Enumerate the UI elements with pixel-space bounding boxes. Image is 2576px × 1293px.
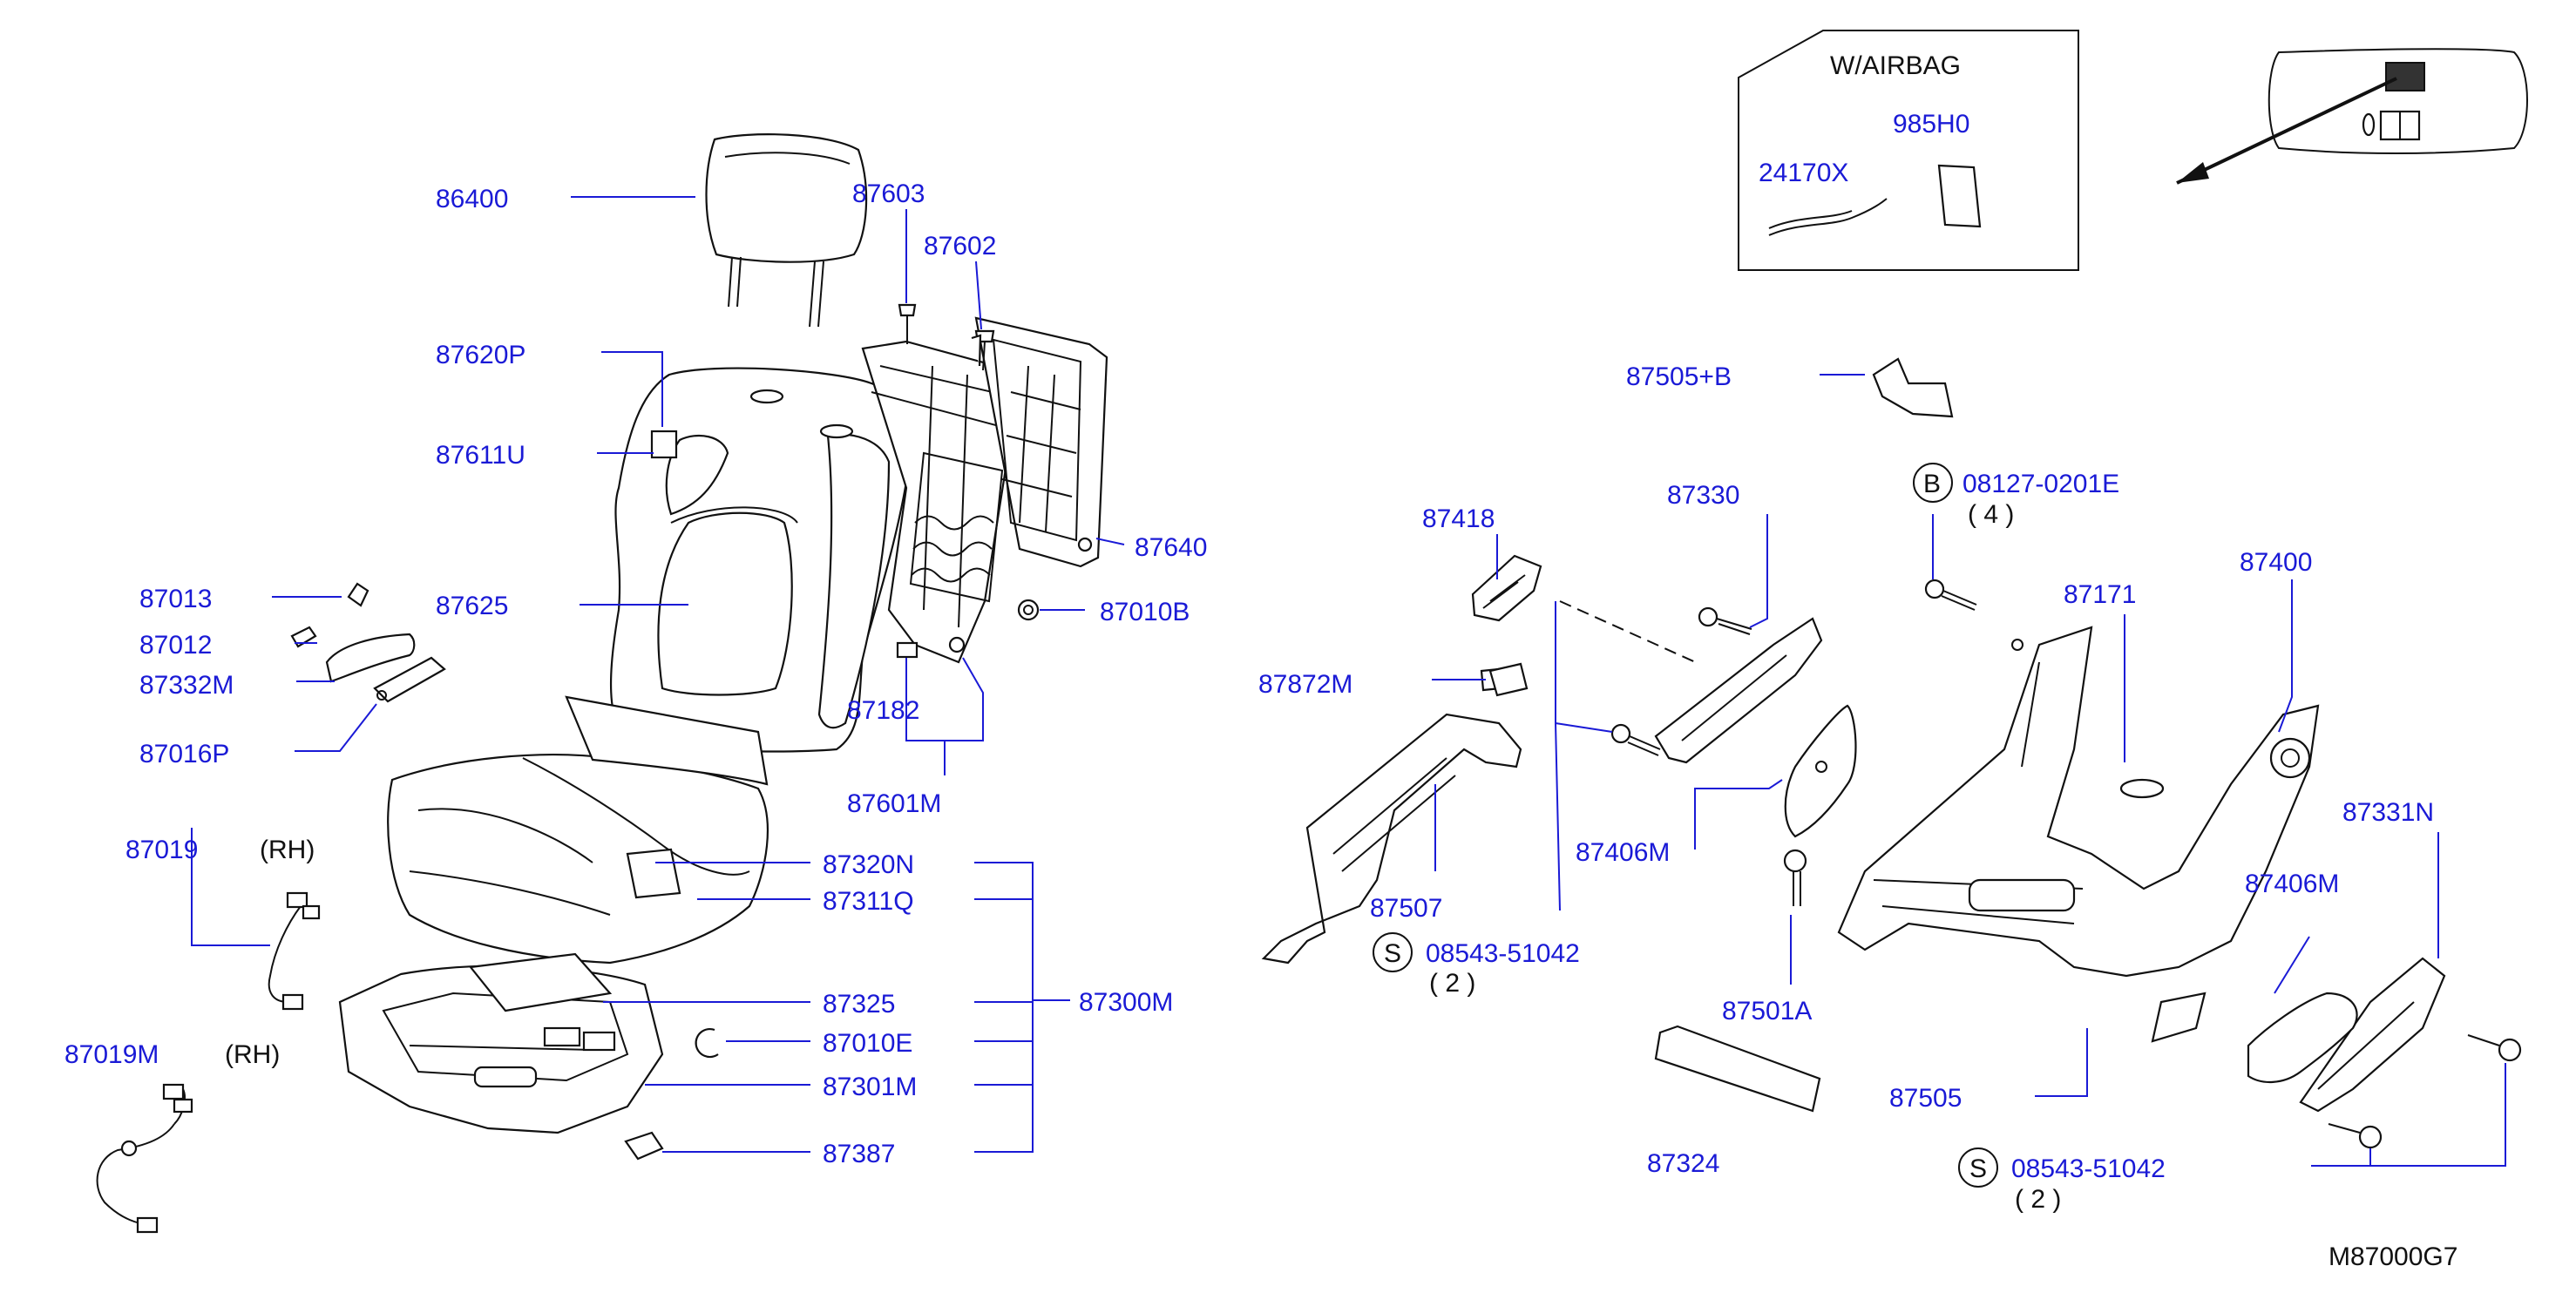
label-87324: 87324 [1647,1149,1719,1178]
cover-87418-illustration [1471,554,1542,622]
label-87016p: 87016P [139,740,229,768]
label-87640: 87640 [1135,533,1207,562]
label-87320n: 87320N [823,850,914,879]
label-87301m: 87301M [823,1073,917,1101]
seat-track-87400-illustration [1837,626,2320,1043]
label-08543-qty-a: ( 2 ) [1429,969,1475,998]
bolt-08127-illustration [1924,579,1977,611]
label-87300m: 87300M [1079,988,1173,1017]
airbag-box-title: W/AIRBAG [1830,51,1961,80]
diagram-code: M87000G7 [2329,1242,2457,1271]
screw-s1-symbol-circle [1373,932,1413,972]
seatback-cushion-illustration [609,367,913,753]
gear-cover-87406m-a-illustration [1784,704,1857,838]
label-87010b: 87010B [1100,598,1190,626]
label-87418: 87418 [1422,504,1495,533]
label-87019: 87019 [125,836,198,864]
bolts-87330-illustration [1559,600,1823,764]
label-87332m: 87332M [139,671,234,700]
seat-cushion-illustration [387,695,769,965]
part-labels: 86400 87603 87602 87620P 87611U 87640 87… [64,51,2457,1271]
label-87330: 87330 [1667,481,1739,510]
label-87872m: 87872M [1258,670,1352,699]
label-87013: 87013 [139,585,212,613]
label-87010e: 87010E [823,1029,912,1058]
label-985h0: 985H0 [1893,110,1969,139]
bolt-87501a-illustration [1783,849,1807,906]
label-87311q: 87311Q [823,887,914,916]
bolt-b-symbol-circle [1913,463,1953,503]
label-87625: 87625 [436,592,508,620]
label-24170x: 24170X [1759,159,1848,187]
label-08127-0201e: 08127-0201E [1963,470,2119,498]
leader-lines [191,196,2506,1167]
label-08543-51042-b: 08543-51042 [2011,1154,2166,1183]
bolt-b-symbol: B [1923,470,1941,498]
label-87601m: 87601M [847,789,941,818]
label-87171: 87171 [2064,580,2136,609]
label-87501a: 87501A [1722,997,1812,1026]
screw-s1-symbol: S [1384,939,1401,968]
label-87406m-a: 87406M [1576,838,1670,867]
label-87331n: 87331N [2342,798,2434,827]
label-87507: 87507 [1370,894,1442,923]
label-87505b: 87505+B [1626,362,1732,391]
label-87406m-b: 87406M [2245,870,2339,898]
label-87603: 87603 [852,179,925,208]
label-87182: 87182 [847,696,919,725]
label-08127-qty: ( 4 ) [1968,500,2014,529]
label-08543-51042-a: 08543-51042 [1426,939,1580,968]
vehicle-locator-icon [2176,48,2528,185]
label-rh-87019: (RH) [260,836,315,864]
label-08543-qty-b: ( 2 ) [2015,1185,2061,1214]
pad-87872m-illustration [1488,662,1529,697]
label-87611u: 87611U [436,441,525,470]
label-87505: 87505 [1889,1084,1962,1113]
label-87620p: 87620P [436,341,525,369]
label-87602: 87602 [924,232,996,261]
bracket-87505b-illustration [1872,357,1954,418]
trim-87331n-illustration [2247,957,2522,1149]
label-87325: 87325 [823,990,895,1019]
strip-87324-illustration [1654,1025,1821,1113]
label-87387: 87387 [823,1140,895,1168]
headrest-illustration [705,133,868,328]
label-87400: 87400 [2240,548,2312,577]
seatback-board-illustration [974,316,1108,568]
label-rh-87019m: (RH) [225,1040,280,1069]
cushion-frame-illustration [338,952,664,1134]
seatback-frame-illustration [861,340,1030,664]
harness-illustration [96,891,321,1234]
airbag-box [1738,30,2079,271]
screw-s2-symbol: S [1969,1154,1987,1183]
label-87019m: 87019M [64,1040,159,1069]
label-87012: 87012 [139,631,212,660]
screw-s2-symbol-circle [1958,1147,1998,1188]
small-parts-illustration [624,1027,719,1161]
label-86400: 86400 [436,185,508,213]
clips-and-bolts-illustration [290,303,1040,703]
